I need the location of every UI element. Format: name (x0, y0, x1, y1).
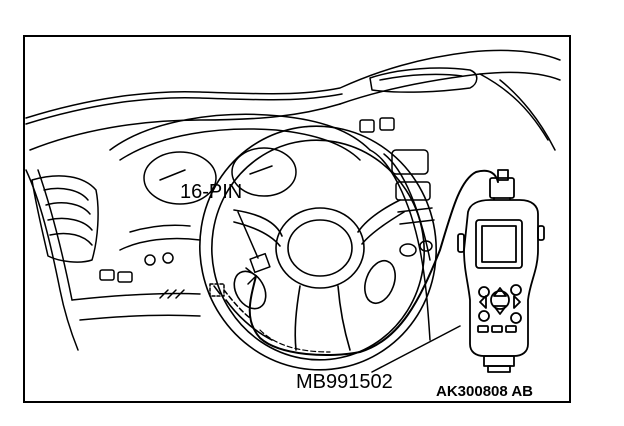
figure-frame (23, 35, 571, 403)
dashboard-illustration (25, 49, 561, 351)
connector-leader-line (237, 211, 259, 259)
tool-label: MB991502 (296, 371, 393, 393)
connector-label: 16-PIN (180, 181, 242, 203)
tool-cable (223, 169, 499, 356)
figure-code: AK300808 AB (436, 383, 533, 400)
scan-tool (457, 169, 545, 373)
tool-leader-line (371, 325, 461, 373)
steering-wheel (199, 125, 437, 371)
